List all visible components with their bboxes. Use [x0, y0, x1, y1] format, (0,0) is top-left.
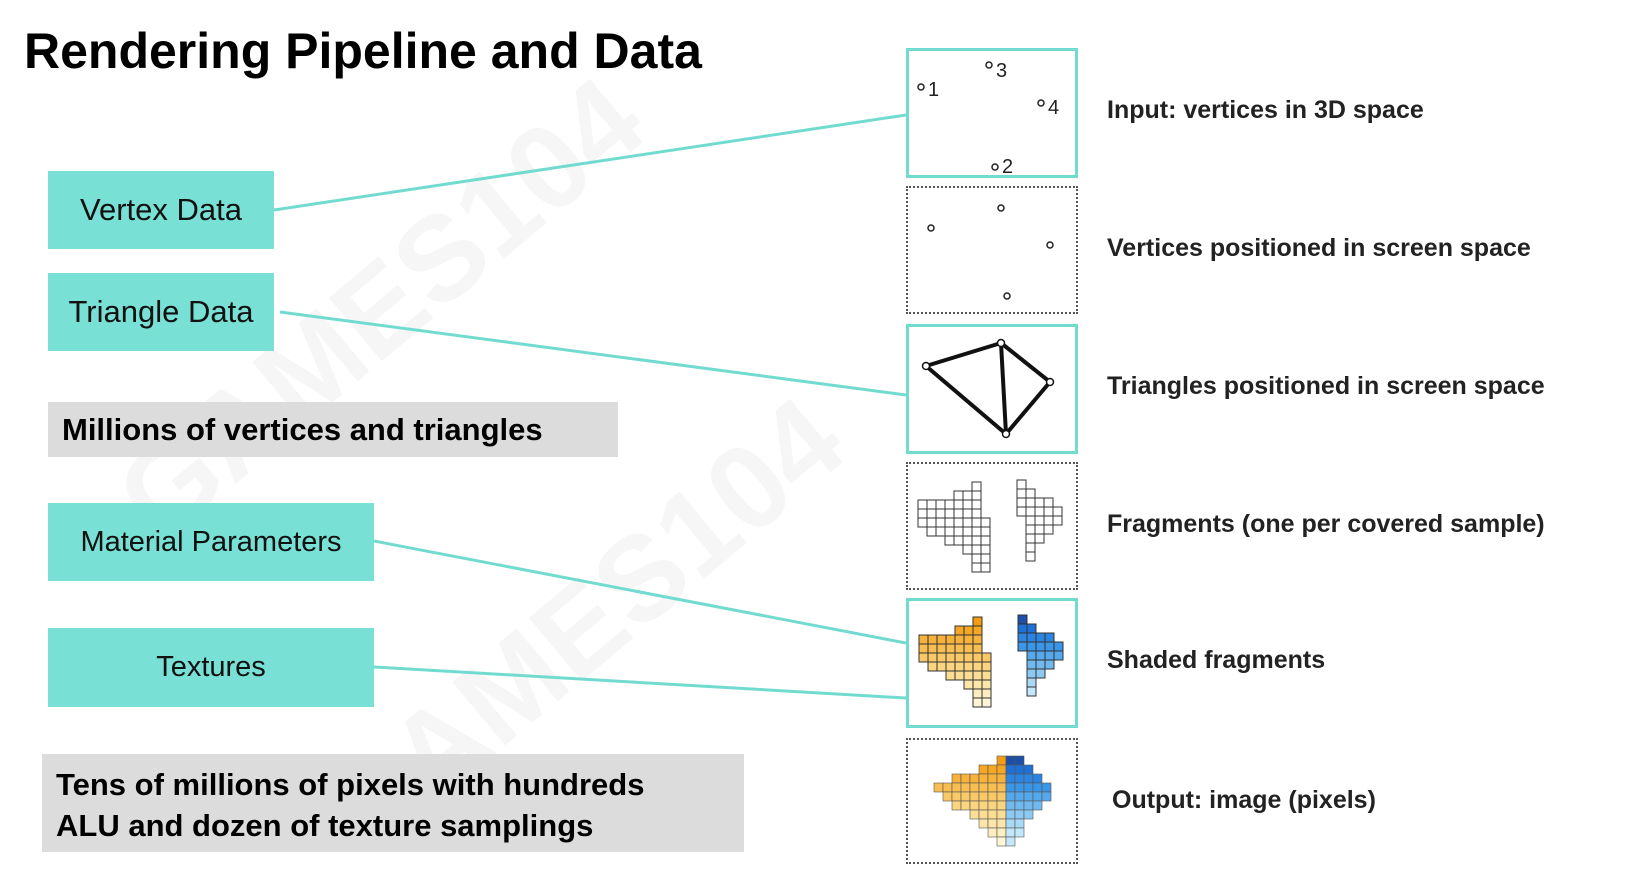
- stage-label-output: Output: image (pixels): [1112, 786, 1376, 814]
- output-pixel: [1041, 791, 1052, 802]
- stage-label-fragments: Fragments (one per covered sample): [1107, 510, 1545, 538]
- stage-panel-shaded: [906, 598, 1078, 728]
- stage-panel-screen-vertices: [906, 186, 1078, 314]
- vertex-label-3: 3: [996, 60, 1007, 82]
- fragment-cell: [1052, 515, 1063, 526]
- pixels-note-line-2: ALU and dozen of texture samplings: [56, 808, 594, 843]
- triangles-graphic: [921, 338, 1055, 439]
- stage-panel-fragments: [906, 462, 1078, 590]
- stage-panel-input: 1 2 3 4: [906, 48, 1078, 178]
- fragment-cell: [981, 697, 992, 708]
- stage-panel-triangles: [906, 324, 1078, 454]
- output-pixel: [1005, 836, 1016, 847]
- vertices-note-text: Millions of vertices and triangles: [62, 411, 543, 447]
- output-pixel: [1032, 800, 1043, 811]
- connector-material-parameters: [373, 539, 907, 645]
- vertex-data-label: Vertex Data: [80, 192, 242, 227]
- output-image-graphic: [933, 755, 1052, 847]
- page-title: Rendering Pipeline and Data: [24, 23, 702, 79]
- triangle-data-label: Triangle Data: [68, 294, 254, 329]
- output-pixel: [1023, 809, 1034, 820]
- fragment-cell: [1025, 551, 1036, 562]
- stage-label-shaded: Shaded fragments: [1107, 646, 1326, 674]
- vertex-data-box: Vertex Data: [48, 171, 274, 249]
- triangle-data-box: Triangle Data: [48, 273, 274, 351]
- pixels-note-line-1: Tens of millions of pixels with hundreds: [56, 767, 645, 802]
- connector-triangle-data: [279, 310, 907, 397]
- fragment-cell: [980, 562, 991, 573]
- vertices-note: Millions of vertices and triangles: [48, 402, 618, 457]
- material-parameters-box: Material Parameters: [48, 503, 374, 581]
- vertex-label-2: 2: [1002, 156, 1013, 175]
- screen-vertices-graphic: [927, 204, 1054, 300]
- fragment-cell: [1034, 533, 1045, 544]
- fragment-cell: [1053, 650, 1064, 661]
- connector-vertex-data: [273, 113, 907, 212]
- stage-label-input: Input: vertices in 3D space: [1107, 96, 1424, 124]
- stage-panel-output: [906, 738, 1078, 864]
- fragment-cell: [1026, 686, 1037, 697]
- vertex-label-1: 1: [928, 79, 939, 101]
- input-vertices-graphic: 1 2 3 4: [917, 60, 1059, 178]
- fragment-cell: [1043, 524, 1054, 535]
- connector-textures: [373, 665, 907, 700]
- fragments-graphic: [917, 479, 1063, 573]
- pixels-note: Tens of millions of pixels with hundreds…: [42, 754, 744, 852]
- material-parameters-label: Material Parameters: [80, 525, 342, 558]
- textures-label: Textures: [156, 651, 266, 683]
- fragment-cell: [1035, 668, 1046, 679]
- shaded-fragments-graphic: [918, 614, 1064, 708]
- stage-label-screen-vertices: Vertices positioned in screen space: [1107, 234, 1531, 262]
- textures-box: Textures: [48, 628, 374, 707]
- vertex-label-4: 4: [1048, 97, 1059, 119]
- output-pixel: [1014, 827, 1025, 838]
- stage-label-triangles: Triangles positioned in screen space: [1107, 372, 1545, 400]
- fragment-cell: [1044, 659, 1055, 670]
